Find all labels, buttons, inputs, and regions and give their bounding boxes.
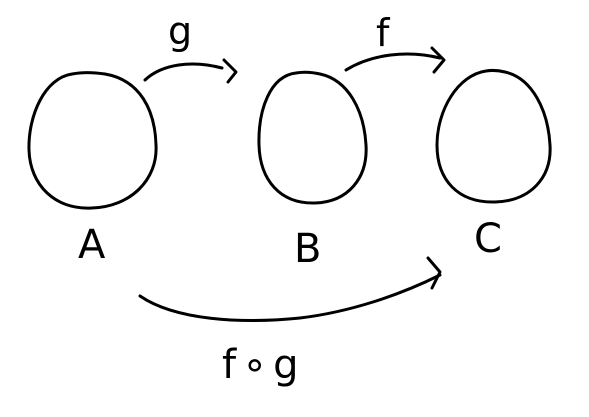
map-f-label: f bbox=[376, 11, 391, 55]
composition-arrowhead bbox=[426, 256, 442, 290]
map-f-arrow bbox=[344, 52, 442, 72]
set-a-label: A bbox=[78, 222, 106, 268]
map-g-arrow bbox=[143, 62, 224, 82]
set-a-oval bbox=[27, 71, 158, 210]
set-b-label: B bbox=[294, 226, 321, 272]
composition-arrow bbox=[138, 273, 442, 322]
map-f-arrowhead bbox=[430, 46, 446, 74]
set-c-oval bbox=[435, 68, 552, 204]
map-g-label: g bbox=[168, 9, 192, 53]
composition-label: f∘g bbox=[222, 342, 305, 388]
map-g-arrowhead bbox=[222, 58, 238, 84]
set-c-label: C bbox=[474, 216, 502, 262]
set-b-oval bbox=[257, 70, 368, 205]
